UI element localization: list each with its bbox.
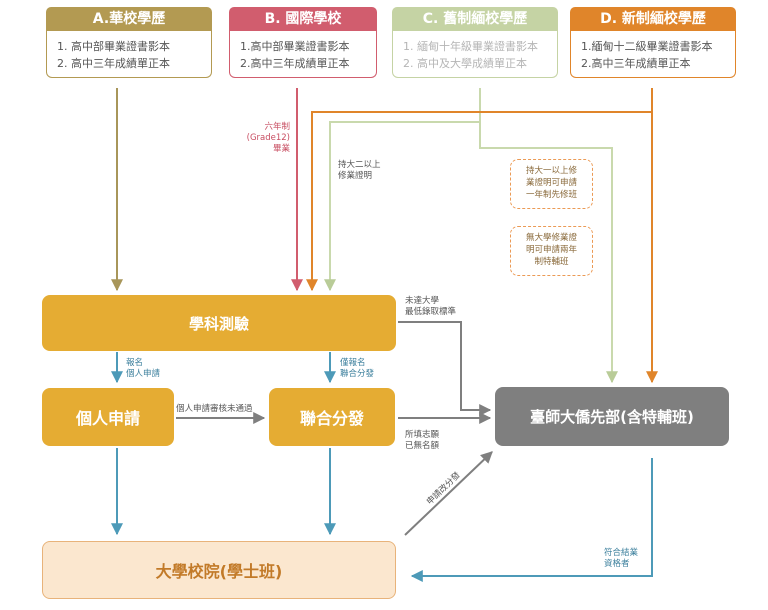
note-two-year-3: 制特輔班 — [534, 257, 569, 267]
source-d-header: D. 新制緬校學歷 — [570, 7, 736, 31]
block-joint-label: 聯合分發 — [299, 409, 364, 428]
label-six-year-1: 六年制 — [264, 122, 290, 132]
block-personal-label: 個人申請 — [75, 409, 140, 428]
source-c-item-2: 2. 高中及大學成績單正本 — [403, 57, 527, 70]
source-a-item-1: 1. 高中部畢業證書影本 — [57, 40, 170, 53]
block-exam: 學科測驗 — [42, 295, 396, 351]
label-uni2-1: 持大二以上 — [338, 160, 381, 170]
source-c-body: 1. 緬甸十年級畢業證書影本 2. 高中及大學成績單正本 — [392, 31, 558, 78]
note-two-year: 無大學修業證 明可申請兩年 制特輔班 — [510, 226, 593, 276]
note-one-year-1: 持大一以上修 — [525, 166, 577, 176]
source-a-item-2: 2. 高中三年成績單正本 — [57, 57, 170, 70]
source-c-header: C. 舊制緬校學歷 — [392, 7, 558, 31]
source-a-header: A.華校學歷 — [46, 7, 212, 31]
source-d-item-2: 2.高中三年成績單正本 — [581, 57, 691, 70]
label-reg-joint: 僅報名 聯合分發 — [340, 358, 374, 380]
label-uni2: 持大二以上 修業證明 — [338, 160, 381, 182]
block-prep: 臺師大僑先部(含特輔班) — [495, 387, 729, 446]
label-reg-personal-1: 報名 — [126, 358, 144, 368]
label-meets-1: 符合結業 — [604, 548, 639, 558]
label-reg-joint-1: 僅報名 — [340, 358, 366, 368]
block-personal: 個人申請 — [42, 388, 174, 446]
note-two-year-2: 明可申請兩年 — [525, 245, 577, 255]
block-university-label: 大學校院(學士班) — [155, 562, 283, 581]
block-joint: 聯合分發 — [269, 388, 395, 446]
arrow-c-prep — [479, 122, 618, 384]
label-no-quota-2: 已無名額 — [405, 441, 440, 451]
arrow-apply-change — [404, 451, 493, 536]
note-one-year: 持大一以上修 業證明可申請 一年制先修班 — [510, 159, 593, 209]
block-prep-label: 臺師大僑先部(含特輔班) — [530, 408, 694, 426]
label-meets-2: 資格者 — [604, 559, 630, 569]
label-meets: 符合結業 資格者 — [604, 548, 638, 570]
block-university: 大學校院(學士班) — [42, 541, 396, 599]
source-b-item-1: 1.高中部畢業證書影本 — [240, 40, 350, 53]
source-d-item-1: 1.緬甸十二級畢業證書影本 — [581, 40, 713, 53]
source-d-body: 1.緬甸十二級畢業證書影本 2.高中三年成績單正本 — [570, 31, 736, 78]
label-six-year-2: (Grade12) — [246, 133, 290, 143]
arrow-c-exam — [324, 88, 481, 292]
label-personal-fail: 個人申請審核未通過 — [176, 404, 253, 414]
block-exam-label: 學科測驗 — [188, 314, 249, 333]
label-uni2-2: 修業證明 — [338, 171, 373, 181]
source-b-body: 1.高中部畢業證書影本 2.高中三年成績單正本 — [229, 31, 377, 78]
label-below-min-1: 未達大學 — [405, 296, 440, 306]
note-two-year-1: 無大學修業證 — [525, 233, 577, 243]
label-no-quota-1: 所填志願 — [405, 430, 440, 440]
label-below-min: 未達大學 最低錄取標準 — [405, 296, 456, 318]
note-one-year-3: 一年制先修班 — [525, 190, 577, 200]
note-one-year-2: 業證明可申請 — [525, 178, 577, 188]
source-b-header: B. 國際學校 — [229, 7, 377, 31]
source-a-body: 1. 高中部畢業證書影本 2. 高中三年成績單正本 — [46, 31, 212, 78]
arrow-prep-university — [410, 458, 653, 582]
label-six-year: 六年制 (Grade12) 畢業 — [240, 122, 290, 155]
label-six-year-3: 畢業 — [272, 144, 290, 154]
label-reg-personal: 報名 個人申請 — [126, 358, 160, 380]
source-b-item-2: 2.高中三年成績單正本 — [240, 57, 350, 70]
label-reg-joint-2: 聯合分發 — [340, 369, 375, 379]
source-c-item-1: 1. 緬甸十年級畢業證書影本 — [403, 40, 538, 53]
arrow-d-exam — [306, 111, 652, 292]
arrow-exam-prep — [398, 321, 492, 416]
label-no-quota: 所填志願 已無名額 — [405, 430, 439, 452]
label-below-min-2: 最低錄取標準 — [405, 307, 457, 317]
label-reg-personal-2: 個人申請 — [126, 369, 161, 379]
